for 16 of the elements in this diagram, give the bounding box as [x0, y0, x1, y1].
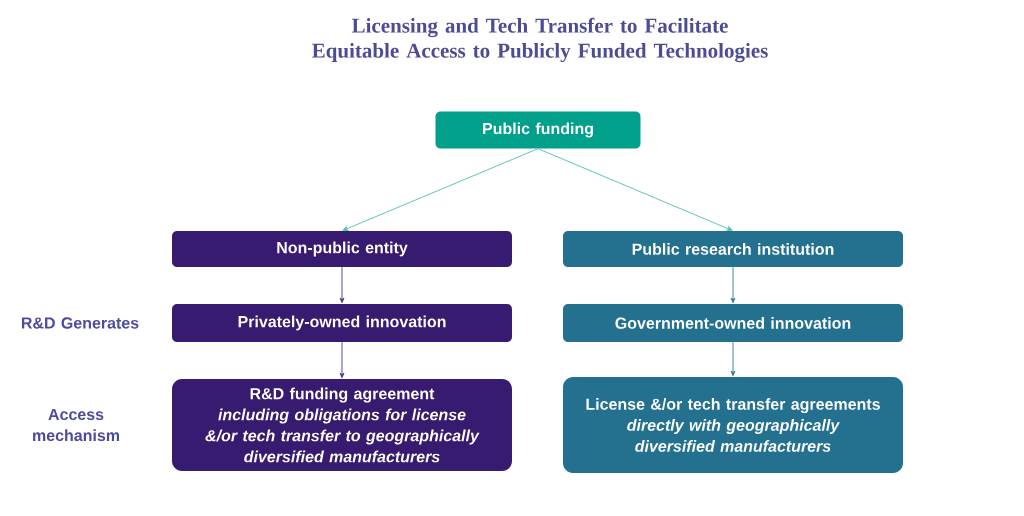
process-box: Privately-owned innovation	[172, 304, 512, 342]
process-box: Non-public entity	[172, 231, 512, 267]
arrow	[342, 148, 539, 231]
process-box: R&D funding agreement including obligations for license &/or tech transfer to geographically diversified manufacturers	[172, 379, 512, 471]
process-box: Government-owned innovation	[563, 304, 903, 342]
arrow	[537, 148, 733, 231]
arrow	[730, 341, 736, 377]
arrow	[339, 266, 345, 304]
row-label: R&D Generates	[21, 317, 139, 329]
arrow	[339, 341, 345, 379]
row-label: Access mechanism	[33, 408, 120, 442]
process-box: Public funding	[435, 111, 641, 149]
arrow	[730, 266, 736, 304]
process-box: Public research institution	[563, 231, 903, 267]
title: Licensing and Tech Transfer to Facilitate Equitable Access to Publicly Funded Technologies	[312, 17, 768, 63]
process-box: License &/or tech transfer agreements directly with geographically diversified manufacturers	[563, 377, 903, 473]
